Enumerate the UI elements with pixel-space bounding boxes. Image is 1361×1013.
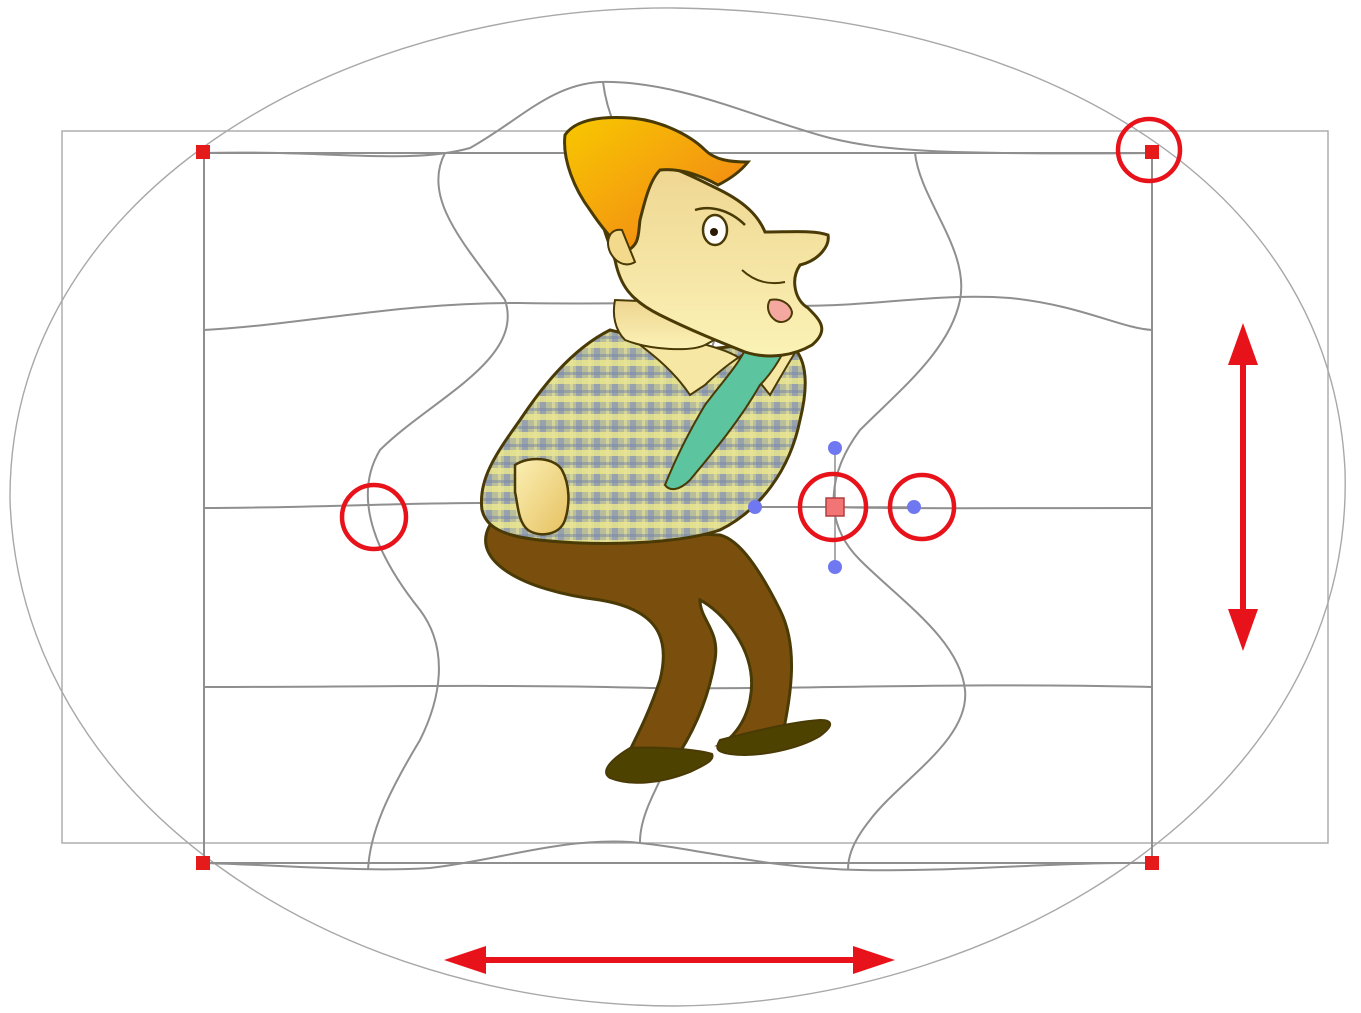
horizontal-resize-arrow xyxy=(444,946,895,974)
pupil xyxy=(710,228,718,236)
mesh-line-v3 xyxy=(834,153,966,870)
hand xyxy=(515,459,568,534)
mesh-bottom-edge xyxy=(204,842,1152,871)
corner-handle-top-left[interactable] xyxy=(196,145,210,159)
mesh-point-highlight xyxy=(342,485,406,549)
vertical-resize-arrow xyxy=(1228,323,1258,651)
tangent-handle-left[interactable] xyxy=(748,500,762,514)
left-shoe xyxy=(606,747,712,782)
tangent-handle-bottom[interactable] xyxy=(828,560,842,574)
character-figure xyxy=(481,118,830,783)
tangent-handle-top[interactable] xyxy=(828,441,842,455)
corner-handle-bottom-left[interactable] xyxy=(196,856,210,870)
control-point[interactable] xyxy=(826,498,844,516)
tangent-handle-right[interactable] xyxy=(907,500,921,514)
pants xyxy=(486,525,792,752)
corner-handle-top-right[interactable] xyxy=(1145,145,1159,159)
corner-handle-bottom-right[interactable] xyxy=(1145,856,1159,870)
